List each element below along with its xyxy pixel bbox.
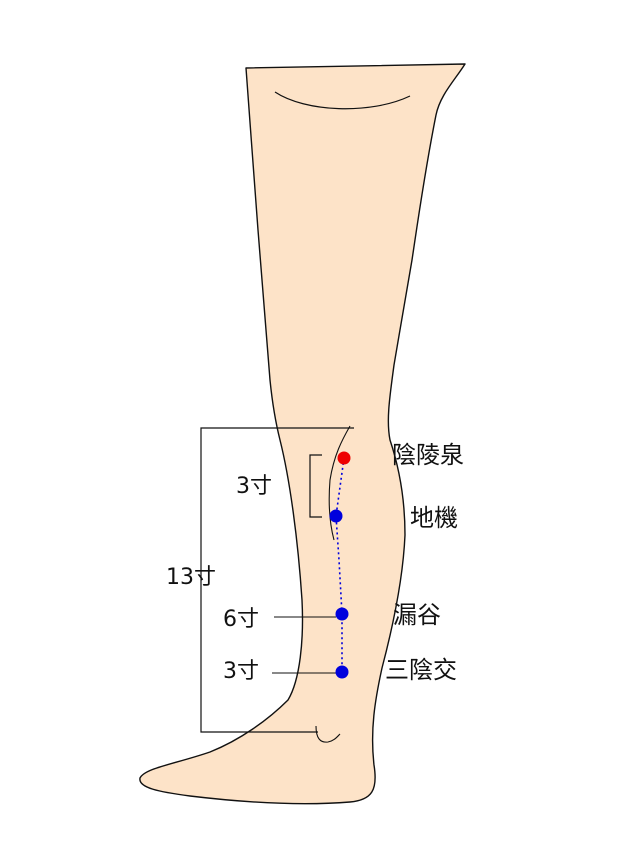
label-yinlingquan: 陰陵泉 [392, 441, 464, 469]
tibia-edge-line [328, 425, 351, 541]
point-yinlingquan [337, 451, 351, 465]
leg-silhouette [139, 63, 466, 805]
label-6-cun: 6寸 [223, 607, 259, 632]
bracket-13-cun [200, 427, 354, 733]
label-3-cun-lower: 3寸 [223, 659, 259, 684]
label-sanyinjiao: 三陰交 [385, 656, 457, 684]
knee-crease [274, 91, 411, 110]
label-diji: 地機 [410, 504, 458, 532]
bracket-3-cun [309, 454, 322, 518]
ankle-bone-contour [315, 725, 341, 743]
point-lougu [335, 607, 349, 621]
label-lougu: 漏谷 [393, 601, 441, 629]
label-13-cun: 13寸 [166, 565, 216, 590]
point-diji [329, 509, 343, 523]
label-3-cun-upper: 3寸 [236, 474, 272, 499]
meridian-dotted-line [335, 457, 345, 672]
point-sanyinjiao [335, 665, 349, 679]
